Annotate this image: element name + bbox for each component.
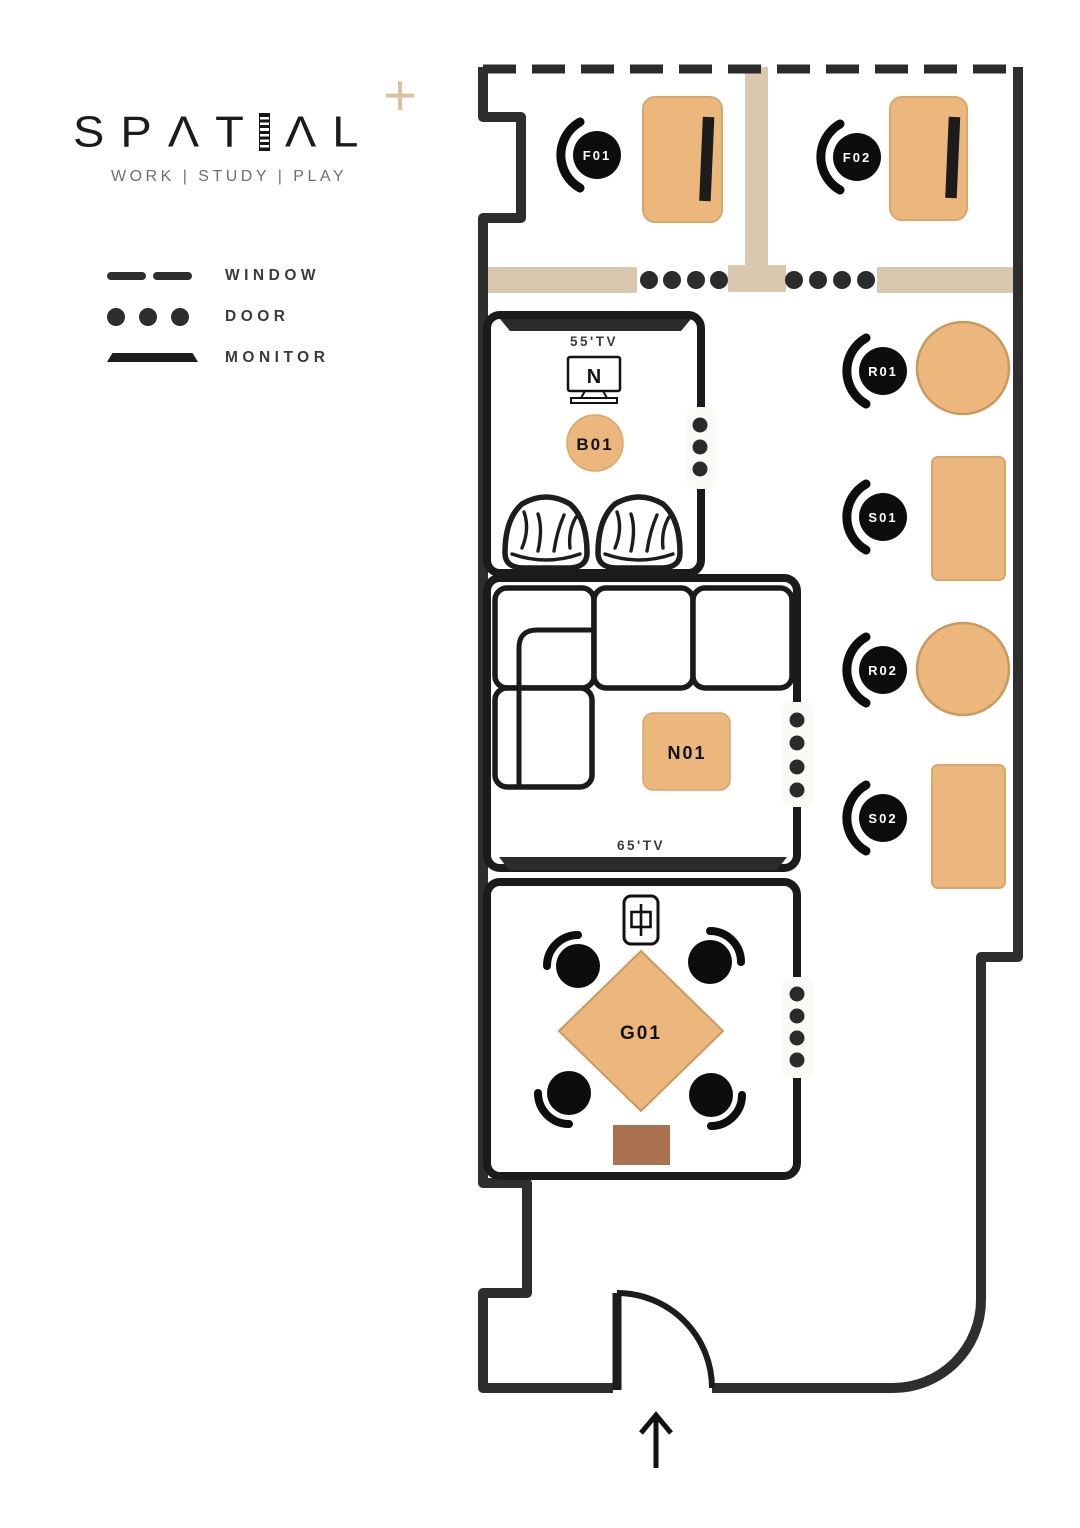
tv-size-label: 55'TV: [570, 334, 618, 349]
seat-label: R02: [868, 663, 898, 678]
round-table-r02: R02: [847, 621, 1011, 717]
interior-wall-right: [877, 267, 1018, 293]
legend-door-label: DOOR: [225, 307, 290, 325]
wall-monitor-icon: [500, 319, 691, 331]
logo-plus-icon: +: [383, 63, 417, 128]
tv-size-label: 65'TV: [617, 838, 665, 853]
legend-row-door: DOOR: [107, 307, 329, 326]
monitor-symbol-icon: [107, 353, 198, 362]
square-table-s02: S02: [847, 764, 1006, 889]
logo-wordmark: SPΛT ΛL +: [73, 67, 417, 156]
round-table: [915, 621, 1011, 717]
logo: SPΛT ΛL + WORK | STUDY | PLAY: [73, 67, 417, 186]
square-table-s01: S01: [847, 456, 1006, 581]
room-g01: G01: [483, 878, 801, 1180]
outer-wall-right: [712, 67, 1023, 1393]
seat-label: F02: [843, 150, 871, 165]
legend-row-window: WINDOW: [107, 266, 329, 285]
tv-brand-letter: N: [587, 366, 601, 388]
entrance-arrow-icon: [639, 1411, 673, 1468]
window-symbol-icon: [107, 271, 198, 280]
room-label: G01: [620, 1023, 662, 1044]
seat-label: F01: [583, 148, 611, 163]
desk-monitor-icon: [945, 116, 961, 199]
game-table-diamond: [557, 949, 725, 1113]
seat-label: R01: [868, 364, 898, 379]
logo-tagline: WORK | STUDY | PLAY: [110, 168, 348, 185]
legend-window-label: WINDOW: [225, 266, 321, 284]
outer-wall-left: [478, 67, 613, 1393]
room-label-badge: [566, 414, 624, 472]
logo-striped-i-icon: [258, 113, 270, 151]
legend: WINDOW DOOR MONITOR: [107, 266, 329, 367]
partition-wall-base: [728, 265, 786, 292]
round-table: [915, 320, 1011, 416]
sectional-sofa: [492, 585, 795, 790]
logo-wordmark-right: ΛL: [284, 106, 375, 156]
room-b01: 55'TV N B01: [483, 311, 705, 577]
corridor-door-dots: [640, 271, 875, 289]
wall-monitor-icon: [499, 857, 787, 870]
mahjong-tile-icon: [622, 894, 660, 946]
coffee-table: [642, 712, 731, 791]
beanbag-chair: [598, 497, 680, 568]
game-chairs: [534, 927, 746, 1130]
interior-wall-left: [487, 267, 637, 293]
room-n01: N01 65'TV: [483, 574, 801, 872]
beanbag-chair: [505, 497, 587, 568]
seat-label: S01: [868, 510, 897, 525]
door-symbol-icon: [107, 307, 198, 326]
room-label: B01: [576, 435, 613, 454]
room-label: N01: [667, 743, 706, 763]
round-table-r01: R01: [847, 320, 1011, 416]
side-table: [613, 1125, 670, 1165]
legend-monitor-label: MONITOR: [225, 348, 330, 366]
square-table: [931, 456, 1006, 581]
entrance-door-swing: [616, 1290, 715, 1389]
logo-wordmark-left: SPΛT: [73, 106, 260, 156]
interior-walls: [487, 67, 1018, 293]
desk-monitor-icon: [699, 116, 715, 202]
square-table: [931, 764, 1006, 889]
legend-row-monitor: MONITOR: [107, 348, 329, 367]
partition-wall-stem: [745, 67, 768, 267]
room-door-dots: [686, 407, 814, 1078]
workstation-f01: F01: [561, 96, 723, 223]
tv-icon: N: [566, 355, 622, 404]
seat-label: S02: [868, 811, 897, 826]
workstation-f02: F02: [821, 96, 968, 221]
